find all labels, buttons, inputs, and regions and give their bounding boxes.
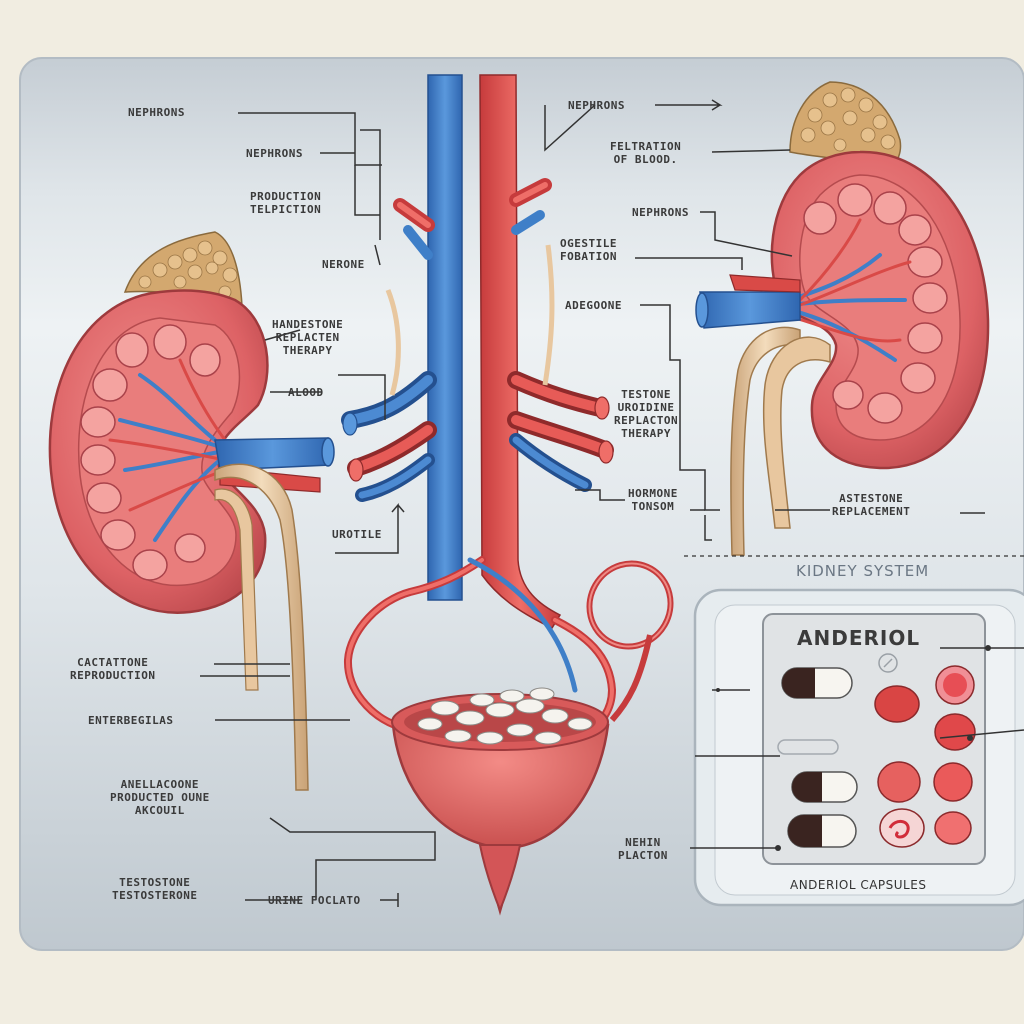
label-cactattone: CACTATTONE REPRODUCTION bbox=[70, 656, 156, 682]
label-hormone-tonsom: HORMONE TONSOM bbox=[628, 487, 678, 513]
label-production: PRODUCTION TELPICTION bbox=[250, 190, 322, 216]
label-alood: ALOOD bbox=[288, 386, 324, 399]
label-urotile: UROTILE bbox=[332, 528, 382, 541]
label-anellacoone: ANELLACOONE PRODUCTED OUNE AKCOUIL bbox=[110, 778, 210, 817]
kidney-system-title: KIDNEY SYSTEM bbox=[796, 562, 930, 580]
leader-lines bbox=[200, 99, 1024, 907]
label-nehin-placton: NEHIN PLACTON bbox=[618, 836, 668, 862]
label-adegoone: ADEGOONE bbox=[565, 299, 622, 312]
label-testosterone-bottom: TESTOSTONE TESTOSTERONE bbox=[112, 876, 198, 902]
label-testone-replacement: TESTONE UROIDINE REPLACTON THERAPY bbox=[614, 388, 679, 440]
label-nephrons-left: NEPHRONS bbox=[246, 147, 303, 160]
pill-pack-panel bbox=[693, 588, 1024, 907]
label-ogestile: OGESTILE FOBATION bbox=[560, 237, 617, 263]
label-enterbegilas: ENTERBEGILAS bbox=[88, 714, 174, 727]
label-urine-foclato: URINE FOCLATO bbox=[268, 894, 361, 907]
label-hormone-replacement-left: HANDESTONE REPLACTEN THERAPY bbox=[272, 318, 344, 357]
capsule-pills bbox=[781, 667, 858, 848]
pill-pack-caption: ANDERIOL CAPSULES bbox=[790, 878, 927, 892]
red-tablets bbox=[874, 665, 976, 848]
bladder bbox=[391, 560, 674, 916]
label-nephrons-top-left: NEPHRONS bbox=[128, 106, 185, 119]
left-kidney bbox=[48, 231, 335, 791]
label-filtration-of-blood: FELTRATION OF BLOOD. bbox=[610, 140, 682, 166]
central-vessels bbox=[341, 74, 617, 734]
label-astestone-replacement: ASTESTONE REPLACEMENT bbox=[832, 492, 911, 518]
label-nephrons-right: NEPHRONS bbox=[632, 206, 689, 219]
label-nerone: NERONE bbox=[322, 258, 365, 271]
label-nephrons-center: NEPHRONS bbox=[568, 99, 625, 112]
right-kidney bbox=[695, 81, 990, 556]
pill-pack-title: ANDERIOL bbox=[797, 626, 921, 650]
